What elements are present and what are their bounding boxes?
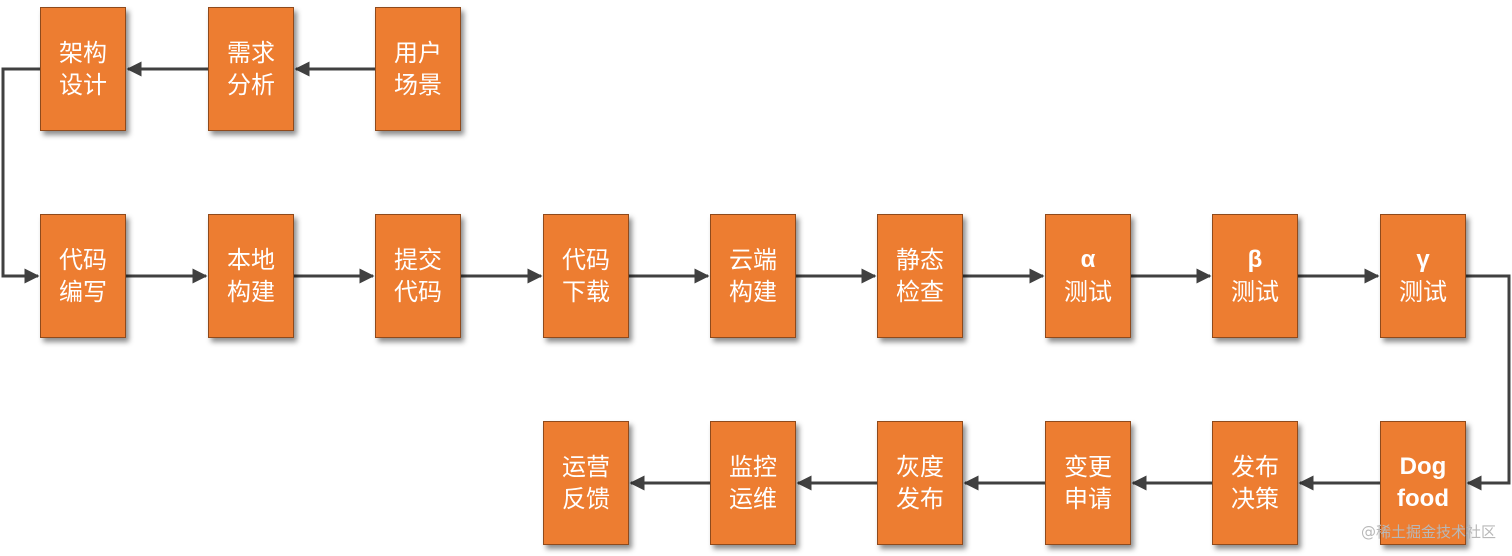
node-label-line2: 测试 bbox=[1064, 278, 1112, 306]
node-label-line1: 代码 bbox=[562, 246, 610, 274]
node-label-line1: 需求 bbox=[227, 39, 275, 67]
node-label-line1: 云端 bbox=[729, 246, 777, 274]
node-gamma-test: γ 测试 bbox=[1380, 214, 1466, 338]
watermark: @稀土掘金技术社区 bbox=[1360, 523, 1496, 541]
node-label-line1: 灰度 bbox=[896, 453, 944, 481]
node-label-line2: 反馈 bbox=[562, 485, 610, 513]
node-monitoring-ops: 监控 运维 bbox=[710, 421, 796, 545]
node-label-line2: 申请 bbox=[1064, 485, 1112, 513]
node-cloud-build: 云端 构建 bbox=[710, 214, 796, 338]
node-label-line2: 发布 bbox=[896, 485, 944, 513]
node-label-line1: 监控 bbox=[729, 453, 777, 481]
node-label-line1: 本地 bbox=[227, 246, 275, 274]
arrow-architecture-to-code-writing bbox=[1, 67, 40, 284]
node-alpha-test: α 测试 bbox=[1045, 214, 1131, 338]
node-label-line2: 运维 bbox=[729, 485, 777, 513]
node-label-line2: 场景 bbox=[394, 71, 442, 99]
node-label-line1: γ bbox=[1416, 246, 1430, 273]
node-label-line2: 决策 bbox=[1231, 485, 1279, 513]
node-code-download: 代码 下载 bbox=[543, 214, 629, 338]
node-label-line1: α bbox=[1080, 246, 1096, 273]
node-label-line1: β bbox=[1247, 246, 1263, 273]
node-gray-release: 灰度 发布 bbox=[877, 421, 963, 545]
node-label-line1: 架构 bbox=[59, 39, 107, 67]
node-beta-test: β 测试 bbox=[1212, 214, 1298, 338]
node-change-request: 变更 申请 bbox=[1045, 421, 1131, 545]
node-code-writing: 代码 编写 bbox=[40, 214, 126, 338]
node-architecture-design: 架构 设计 bbox=[40, 7, 126, 131]
node-label-line2: 构建 bbox=[729, 278, 777, 306]
node-label-line1: 变更 bbox=[1064, 453, 1112, 481]
node-label-line2: 设计 bbox=[59, 71, 107, 99]
node-label-line2: 构建 bbox=[227, 278, 275, 306]
node-release-decision: 发布 决策 bbox=[1212, 421, 1298, 545]
node-static-check: 静态 检查 bbox=[877, 214, 963, 338]
node-label-line2: 测试 bbox=[1231, 278, 1279, 306]
node-label-line1: 代码 bbox=[59, 246, 107, 274]
node-dog-food: Dog food bbox=[1380, 421, 1466, 545]
node-label-line2: 编写 bbox=[59, 278, 107, 306]
node-requirement-analysis: 需求 分析 bbox=[208, 7, 294, 131]
node-operation-feedback: 运营 反馈 bbox=[543, 421, 629, 545]
node-label-line1: 发布 bbox=[1231, 453, 1279, 481]
node-label-line1: 提交 bbox=[394, 246, 442, 274]
arrow-gamma-to-dog-food bbox=[1466, 274, 1511, 491]
node-label-line1: 用户 bbox=[394, 39, 442, 67]
node-label-line2: 检查 bbox=[896, 278, 944, 306]
node-label-line2: 代码 bbox=[394, 278, 442, 306]
node-label-line1: Dog bbox=[1399, 453, 1447, 480]
node-label-line2: food bbox=[1397, 485, 1449, 512]
node-label-line2: 测试 bbox=[1399, 278, 1447, 306]
node-commit-code: 提交 代码 bbox=[375, 214, 461, 338]
node-label-line1: 静态 bbox=[896, 246, 944, 274]
node-local-build: 本地 构建 bbox=[208, 214, 294, 338]
node-label-line2: 下载 bbox=[562, 278, 610, 306]
node-user-scenario: 用户 场景 bbox=[375, 7, 461, 131]
node-label-line2: 分析 bbox=[227, 71, 275, 99]
node-label-line1: 运营 bbox=[562, 453, 610, 481]
